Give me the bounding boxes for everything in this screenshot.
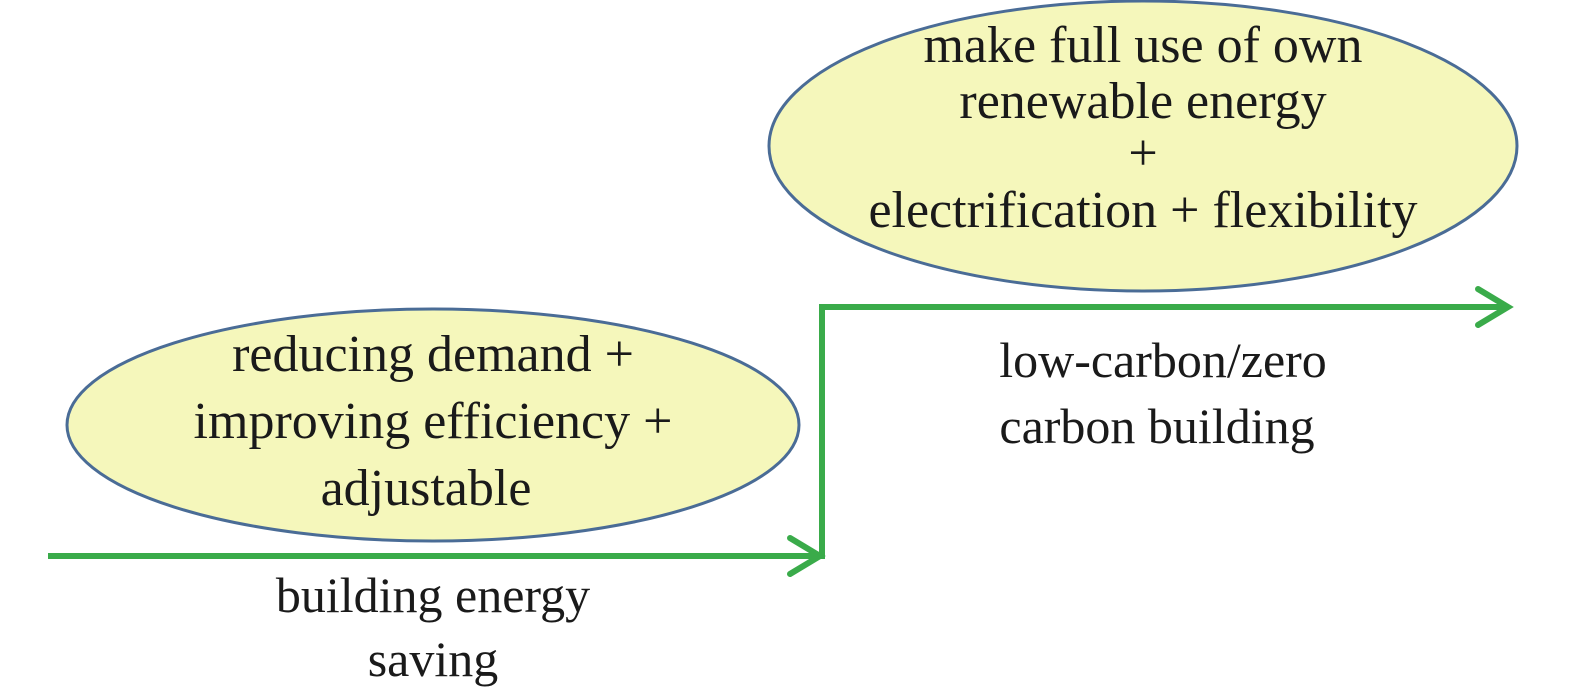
upper-bubble-line-4: electrification + flexibility — [868, 182, 1417, 239]
upper-stage-caption-line-2: carbon building — [999, 398, 1314, 454]
upper-stage-caption-line-1: low-carbon/zero — [999, 332, 1327, 388]
lower-arrow-head — [787, 535, 826, 577]
lower-bubble-line-2: improving efficiency + — [194, 393, 673, 450]
upper-bubble-line-1: make full use of own — [923, 17, 1362, 74]
step-arrow-line — [48, 304, 1508, 559]
lower-stage-caption-line-2: saving — [368, 631, 499, 687]
upper-bubble-line-3: + — [1128, 125, 1157, 182]
upper-arrow-head — [1475, 286, 1514, 328]
lower-bubble-line-3: adjustable — [321, 460, 532, 517]
upper-bubble-line-2: renewable energy — [959, 73, 1326, 130]
upper-stage-bubble — [767, 0, 1519, 293]
lower-stage-bubble — [65, 307, 801, 543]
lower-bubble-line-1: reducing demand + — [232, 326, 634, 383]
lower-stage-caption-line-1: building energy — [276, 567, 590, 623]
